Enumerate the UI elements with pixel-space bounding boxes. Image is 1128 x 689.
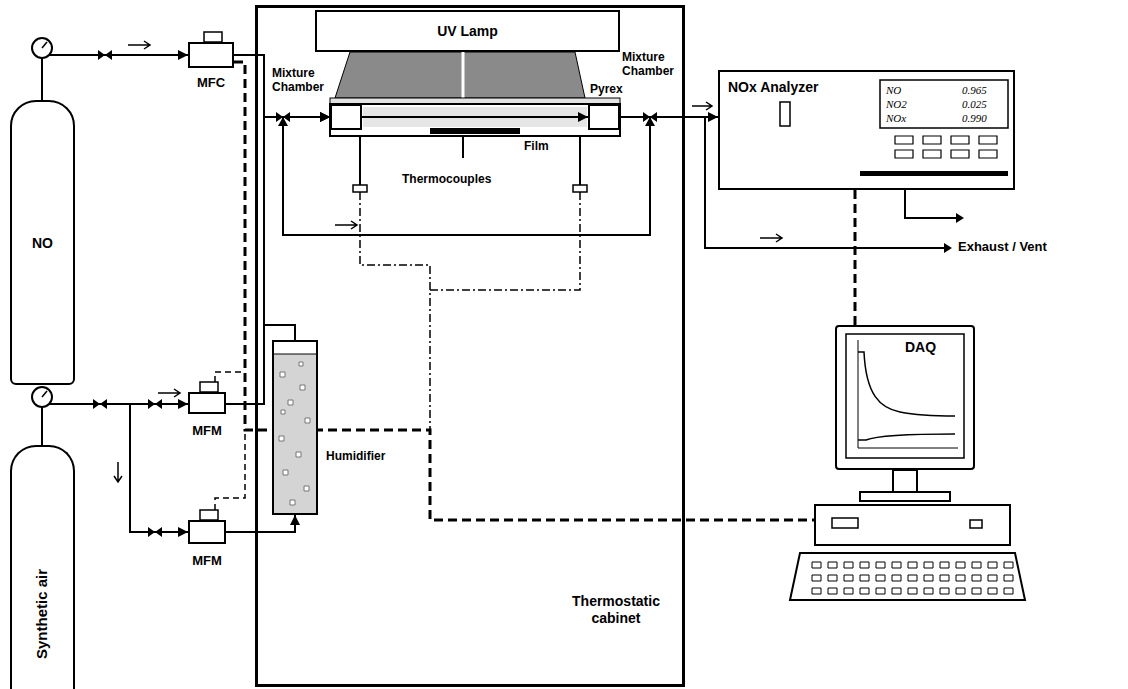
flow-arrow: [335, 221, 357, 229]
gas-line: [362, 116, 588, 118]
exhaust-arrowhead: [956, 213, 964, 223]
part-label: Thermocouples: [402, 172, 491, 186]
mass-flow-controller: MFC: [188, 42, 234, 68]
mass-flow-meter: MFM: [188, 520, 226, 544]
monitor-base: [860, 492, 950, 501]
thermocouple-wire: [360, 192, 580, 430]
gas-line: [42, 404, 188, 445]
display-name: NO2: [886, 97, 907, 111]
gas-line: [264, 117, 330, 340]
device-head: [200, 382, 218, 392]
signal-cable: [854, 190, 857, 325]
part-label: Film: [524, 139, 549, 153]
part-label: Pyrex: [588, 82, 625, 96]
keyboard-keys: [812, 562, 1013, 594]
analyzer-label: NOx Analyzer: [728, 78, 819, 96]
display-value: 0.990: [962, 111, 987, 125]
screen-label: DAQ: [905, 338, 936, 356]
mass-flow-meter: MFM: [188, 392, 226, 414]
flow-arrow: [692, 102, 712, 110]
reactor-body: [330, 104, 620, 136]
device-head: [200, 510, 218, 520]
disk-slot: [832, 518, 858, 528]
pressure-gauge: [32, 38, 52, 58]
monitor-screen: [846, 334, 964, 458]
thermocouple-sensor: [573, 185, 587, 192]
gauge-needle: [42, 42, 47, 48]
exhaust-line: [905, 190, 958, 218]
display-value: 0.025: [962, 97, 987, 111]
power-button: [970, 520, 982, 528]
cabinet-label: Thermostatic cabinet: [556, 593, 676, 627]
three-way-valve: [643, 112, 657, 126]
valve-symbol: [98, 50, 112, 60]
uv-light-cone: [335, 52, 585, 98]
exhaust-arrowhead: [944, 243, 952, 253]
chamber-label: Mixture Chamber: [272, 66, 336, 94]
daq-monitor: DAQ: [835, 325, 975, 470]
analyzer-bar: [860, 171, 1008, 176]
gas-cylinder: NO: [10, 100, 75, 385]
gas-line: [226, 117, 330, 404]
lamp-label: UV Lamp: [437, 22, 498, 40]
water-level: [272, 354, 318, 355]
valve-symbol: [93, 399, 107, 409]
computer-case: [815, 505, 1010, 545]
outlet-label: Exhaust / Vent: [958, 240, 1047, 254]
gas-cylinder: Synthetic air: [10, 445, 75, 689]
display-name: NO: [886, 83, 901, 97]
pressure-gauge: [32, 387, 52, 407]
valve-symbol: [148, 527, 162, 537]
display-value: 0.965: [962, 83, 987, 97]
keyboard: [790, 553, 1025, 600]
gas-line: [42, 55, 188, 100]
flow-arrow: [114, 462, 122, 482]
mixture-chamber: Mixture Chamber: [588, 104, 620, 130]
cylinder-label: NO: [32, 234, 53, 252]
monitor-neck: [893, 470, 917, 492]
three-way-valve: [276, 112, 290, 126]
chamber-label: Mixture Chamber: [622, 50, 686, 78]
thermocouple-sensor: [353, 185, 367, 192]
flow-arrow: [760, 234, 782, 242]
flow-arrow: [158, 389, 180, 397]
gas-line: [620, 116, 718, 118]
device-label: MFM: [177, 552, 237, 570]
analyzer-switch: [780, 102, 790, 126]
uv-lamp: UV Lamp: [315, 10, 620, 52]
humidifier-label: Humidifier: [326, 447, 385, 465]
bypass-line: [283, 117, 650, 235]
device-label: MFC: [181, 74, 241, 92]
gauge-needle: [42, 391, 47, 397]
device-label: MFM: [177, 422, 237, 440]
mixture-chamber: Mixture Chamber: [330, 104, 362, 130]
signal-cable: [234, 62, 815, 520]
lamp-axis: [462, 52, 465, 98]
device-head: [204, 32, 222, 42]
chart-axes: [858, 340, 958, 448]
air-bubbles: [279, 362, 310, 505]
display-name: NOx: [886, 111, 906, 125]
humidifier: Humidifier: [272, 340, 318, 515]
gas-line: [226, 515, 295, 532]
catalyst-film: [430, 128, 520, 134]
valve-symbol: [148, 399, 162, 409]
gas-line: [42, 404, 188, 532]
cylinder-label: Synthetic air: [33, 534, 51, 689]
chart-curves: [858, 352, 955, 440]
thermocouple-probe: [360, 136, 580, 185]
thermostatic-cabinet: UV LampMixture ChamberMixture ChamberHum…: [255, 5, 685, 687]
analyzer-buttons: [895, 136, 997, 158]
flow-arrow: [128, 41, 150, 49]
gas-channel: [363, 107, 587, 127]
analyzer-display: [880, 80, 1008, 128]
humidifier-water: [274, 354, 316, 513]
